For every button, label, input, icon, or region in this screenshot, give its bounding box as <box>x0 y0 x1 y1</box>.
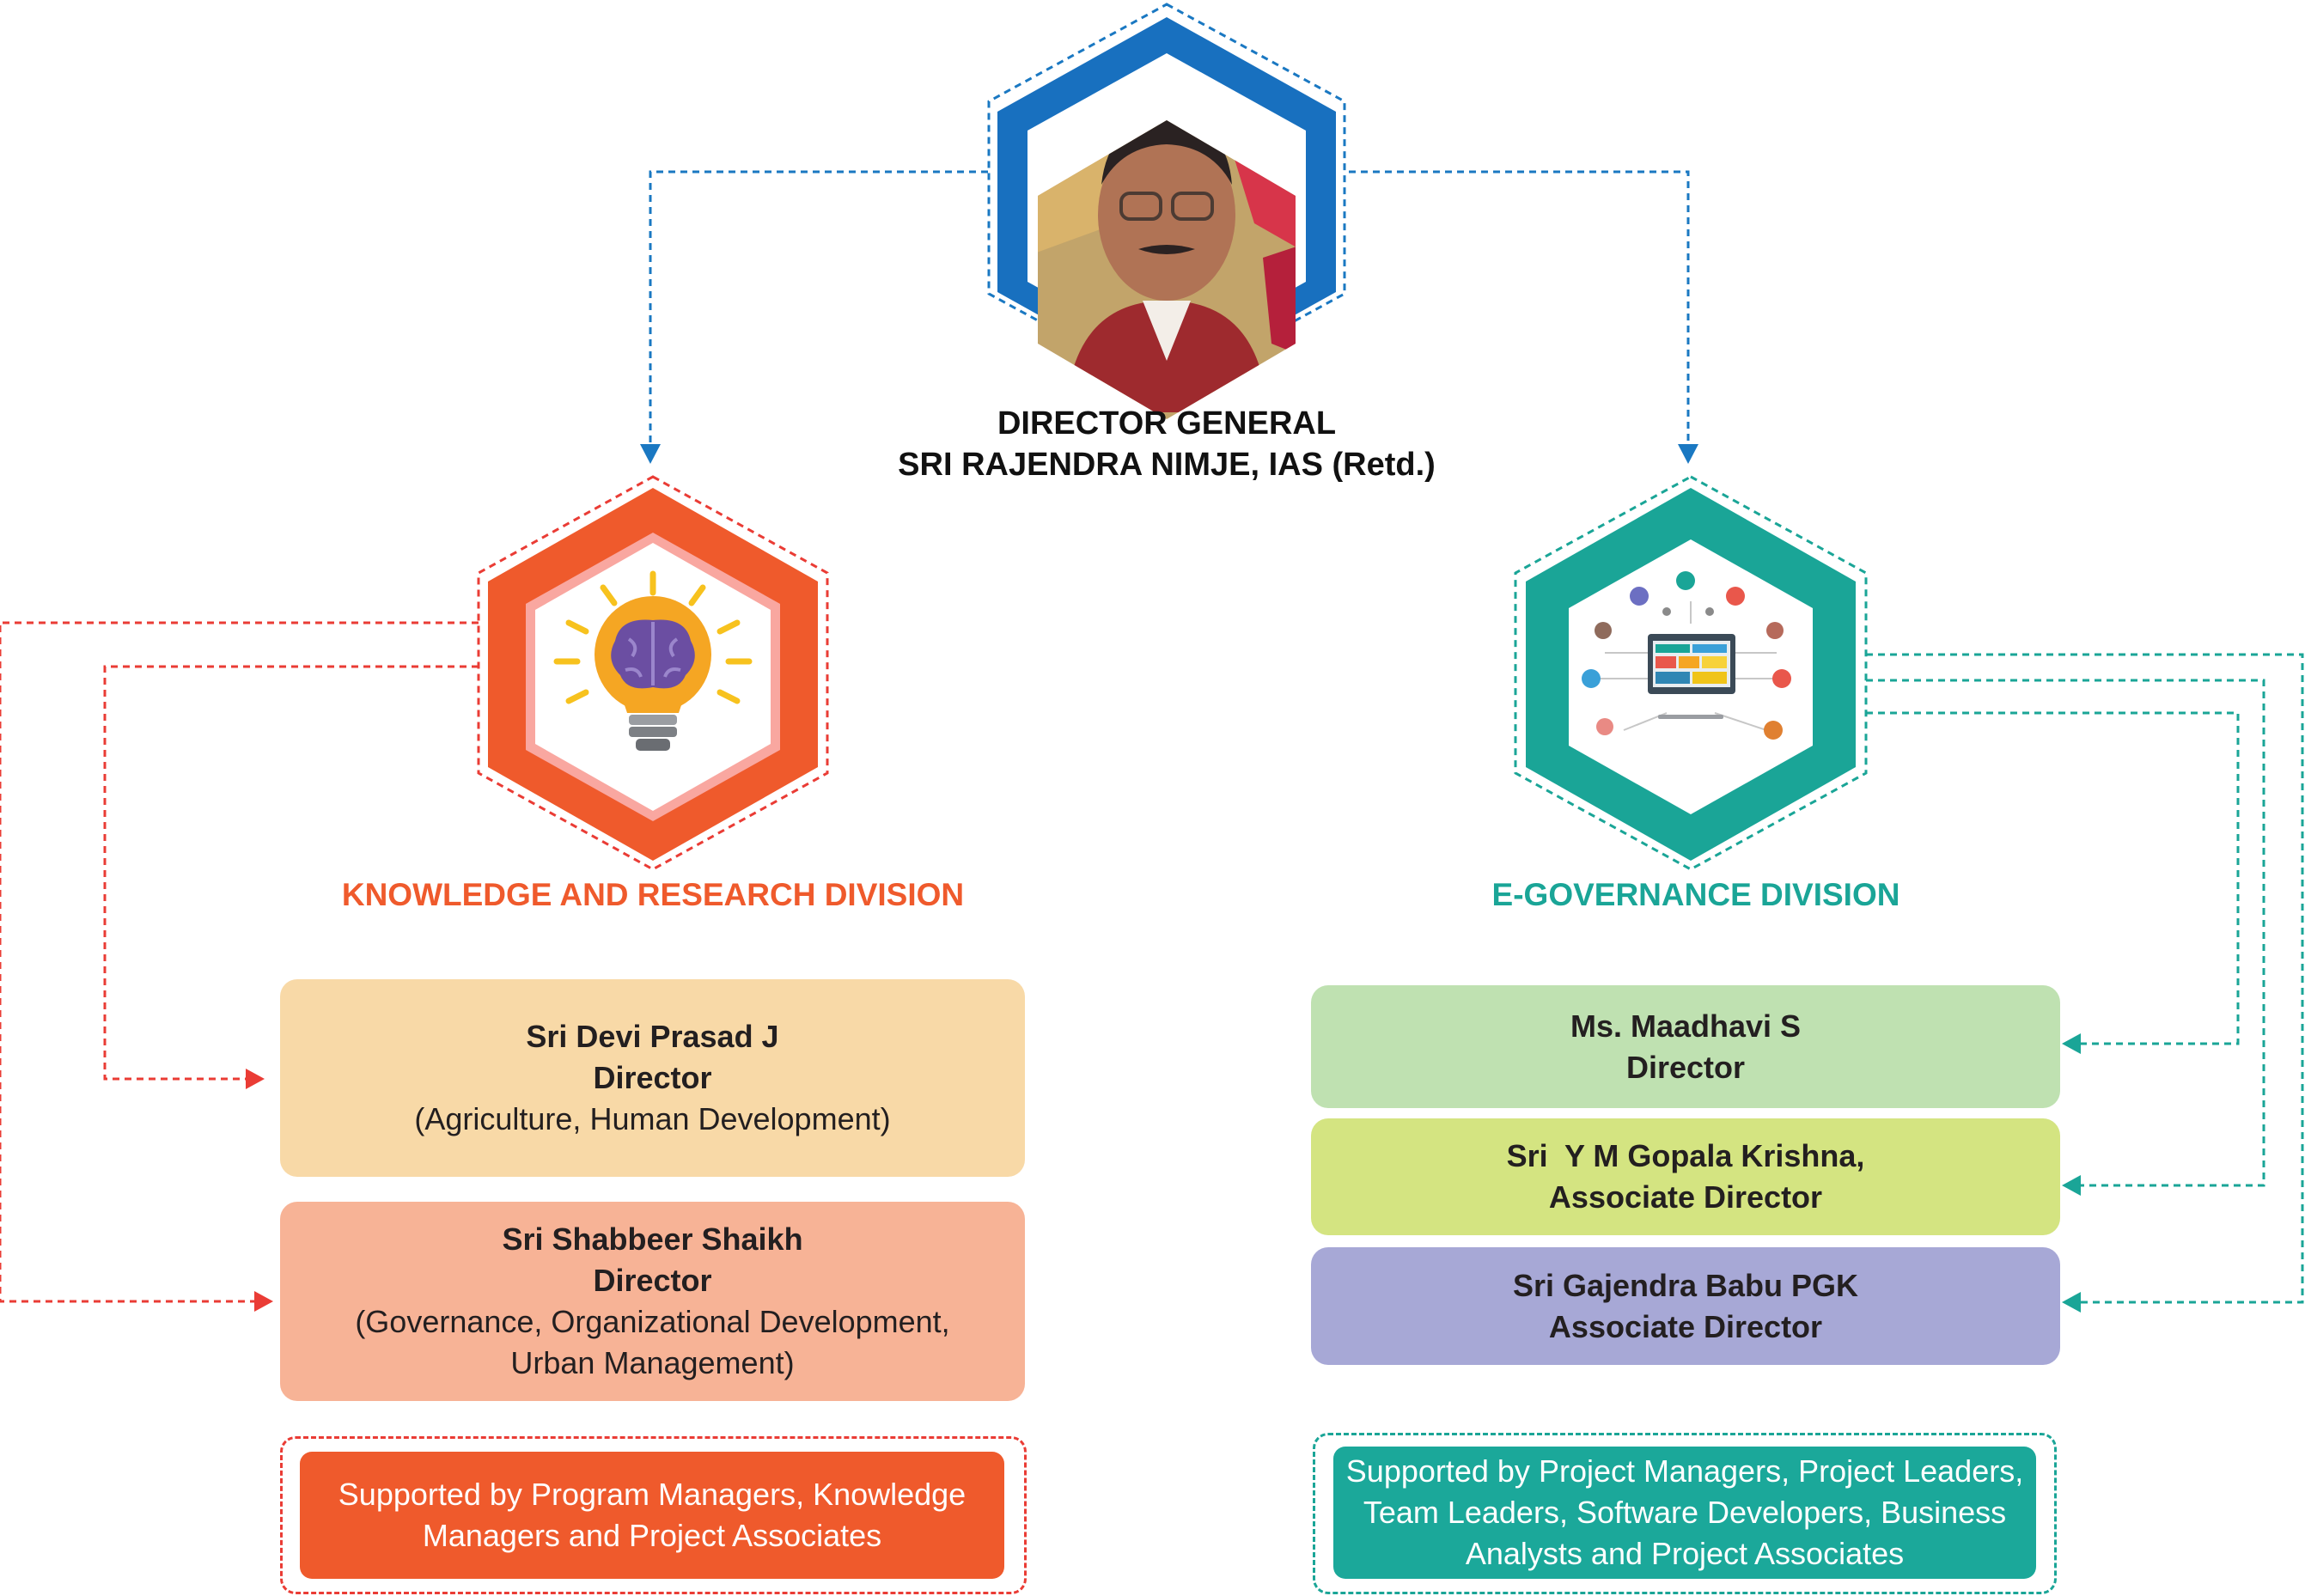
e-governance-hexagon <box>1514 475 1868 871</box>
director-role: Associate Director <box>1548 1179 1823 1215</box>
lightbulb-brain-icon <box>553 570 753 751</box>
egd-director-card-1: Ms. Maadhavi S Director <box>1311 985 2060 1108</box>
krd-support-box: Supported by Program Managers, Knowledge… <box>300 1452 1004 1579</box>
arrowhead-egd-1 <box>2062 1033 2081 1054</box>
krd-director-card-1: Sri Devi Prasad J Director (Agriculture,… <box>280 979 1025 1177</box>
arrowhead-krd-2 <box>254 1291 273 1312</box>
director-role: Director <box>593 1263 712 1298</box>
director-role: Director <box>593 1060 712 1095</box>
director-name: Ms. Maadhavi S <box>1570 1008 1802 1044</box>
egd-director-card-2: Sri Y M Gopala Krishna, Associate Direct… <box>1311 1118 2060 1235</box>
director-detail: (Governance, Organizational Development,… <box>355 1304 950 1380</box>
arrowhead-dg-left <box>640 444 661 464</box>
director-name: Sri Y M Gopala Krishna, <box>1506 1138 1865 1173</box>
director-name: Sri Devi Prasad J <box>526 1019 779 1054</box>
director-role: Associate Director <box>1548 1308 1823 1344</box>
director-general-title: DIRECTOR GENERAL <box>997 405 1337 442</box>
egd-director-card-3: Sri Gajendra Babu PGK Associate Director <box>1311 1247 2060 1365</box>
director-general-hexagon <box>987 3 1346 419</box>
krd-connectors <box>0 621 479 1303</box>
director-name: Sri Shabbeer Shaikh <box>502 1221 803 1257</box>
director-role: Director <box>1625 1049 1746 1085</box>
krd-support-frame <box>280 1436 1027 1594</box>
director-general-name: SRI RAJENDRA NIMJE, IAS (Retd.) <box>898 447 1436 483</box>
egd-connectors <box>1866 653 2304 1304</box>
arrowhead-dg-right <box>1678 444 1698 464</box>
arrowhead-krd-1 <box>246 1069 265 1089</box>
krd-title: KNOWLEDGE AND RESEARCH DIVISION <box>341 877 965 912</box>
computer-network-icon <box>1582 571 1791 740</box>
egd-support-box: Supported by Project Managers, Project L… <box>1333 1447 2036 1579</box>
director-detail: (Agriculture, Human Development) <box>414 1101 891 1136</box>
arrowhead-egd-2 <box>2062 1175 2081 1196</box>
dg-connectors <box>649 170 1690 447</box>
director-name: Sri Gajendra Babu PGK <box>1512 1267 1859 1303</box>
krd-director-card-2: Sri Shabbeer Shaikh Director (Governance… <box>280 1202 1025 1401</box>
arrowhead-egd-3 <box>2062 1292 2081 1313</box>
knowledge-research-hexagon <box>477 475 829 871</box>
egd-support-frame <box>1313 1433 2057 1594</box>
egd-title: E-GOVERNANCE DIVISION <box>1491 877 1900 912</box>
